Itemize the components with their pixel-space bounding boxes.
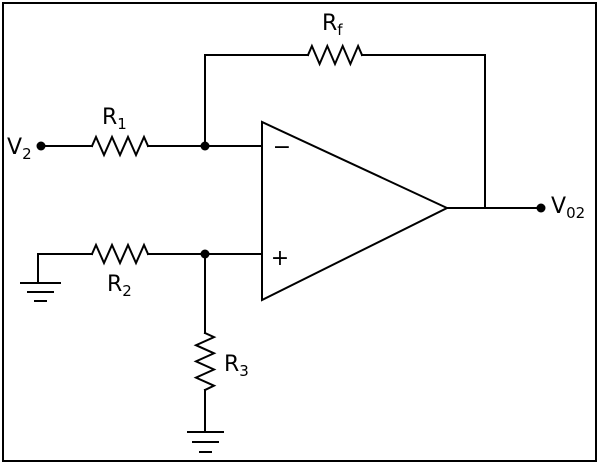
resistor-r1 — [90, 134, 150, 158]
junction-dot-noninverting — [200, 249, 210, 259]
junction-dot-inverting — [200, 141, 210, 151]
wire-ground-to-r2 — [37, 253, 93, 284]
wires-group — [20, 43, 542, 453]
ground-bottom-icon — [187, 431, 224, 453]
minus-icon: − — [273, 135, 291, 160]
plus-icon: + — [271, 246, 289, 271]
labels-group: V2 R1 Rf R2 R3 V02 − + — [7, 11, 585, 380]
wire-feedback-right — [361, 54, 486, 209]
terminal-dot-v2 — [36, 141, 46, 151]
ground-left-icon — [20, 282, 61, 302]
junction-dots-group — [36, 141, 546, 259]
label-r2: R2 — [107, 272, 132, 300]
opamp-triangle — [261, 120, 450, 302]
diagram-border — [2, 2, 597, 462]
resistor-rf — [306, 43, 364, 67]
label-r3: R3 — [224, 352, 249, 380]
label-r1: R1 — [102, 105, 127, 133]
label-v02: V02 — [551, 194, 585, 222]
resistor-r2 — [90, 242, 150, 266]
label-v2: V2 — [7, 135, 32, 163]
wire-feedback-left — [204, 54, 309, 147]
label-rf: Rf — [322, 11, 343, 39]
resistor-r3 — [193, 331, 217, 392]
terminal-dot-output — [536, 203, 546, 213]
